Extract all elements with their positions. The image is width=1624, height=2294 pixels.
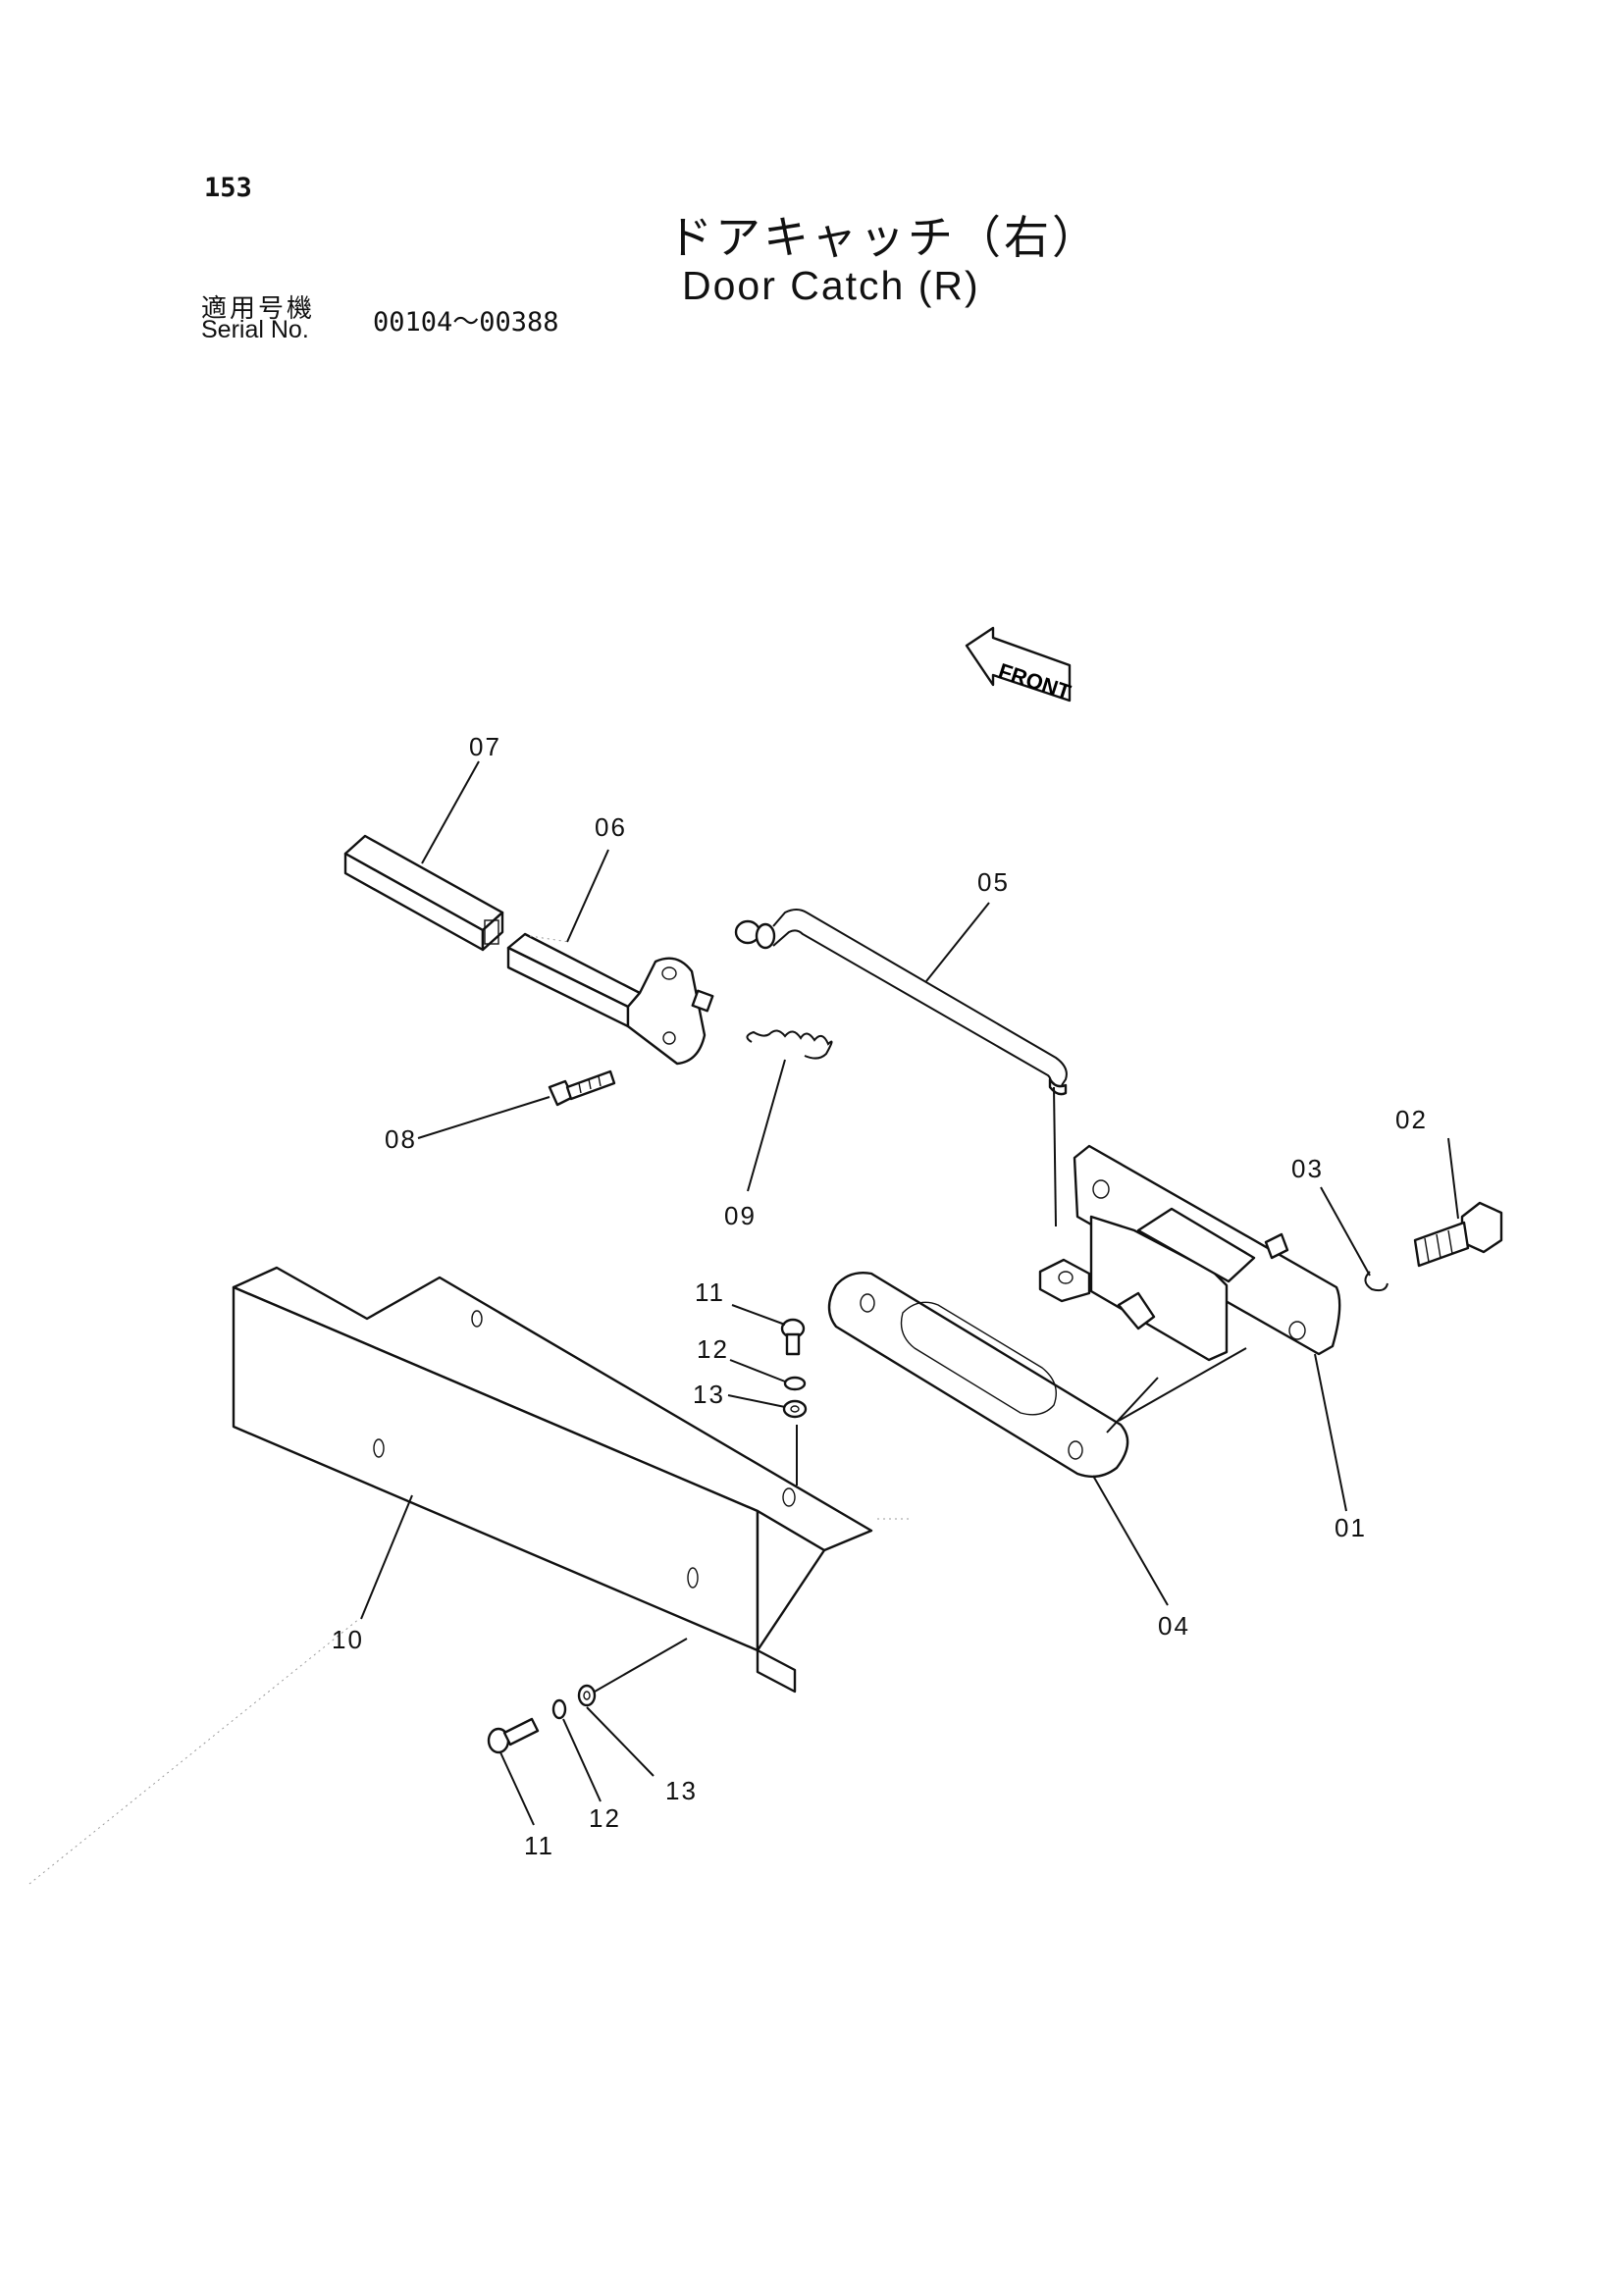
title-english: Door Catch (R)	[682, 263, 980, 308]
parts-11-12-13-upper-fasteners	[780, 1318, 808, 1486]
title-japanese: ドアキャッチ（右）	[667, 211, 1100, 264]
part-03-clip	[1364, 1271, 1388, 1292]
callout-12-upper: 12	[697, 1334, 729, 1364]
callout-05: 05	[977, 867, 1010, 897]
serial-label-english: Serial No.	[201, 316, 309, 343]
part-02-bolt	[1413, 1201, 1503, 1268]
callout-01: 01	[1335, 1513, 1367, 1542]
callout-06: 06	[595, 812, 627, 842]
callout-13-lower: 13	[665, 1776, 698, 1805]
page-number: 153	[204, 173, 252, 203]
serial-range: 00104～00388	[373, 307, 559, 338]
part-05-rod	[734, 909, 1068, 1227]
callout-11-lower: 11	[524, 1831, 554, 1860]
part-10-bracket	[232, 1266, 873, 1694]
part-01-catch-assembly	[1038, 1144, 1341, 1362]
serial-label-japanese: 適用号機	[201, 294, 316, 324]
callout-13-upper: 13	[693, 1380, 725, 1409]
callout-10: 10	[332, 1625, 364, 1654]
part-07-grip-sleeve	[343, 834, 504, 952]
parts-11-12-13-lower-fasteners	[487, 1638, 688, 1754]
callout-04: 04	[1158, 1611, 1190, 1641]
callout-03: 03	[1291, 1154, 1324, 1183]
part-08-screw	[548, 1069, 616, 1107]
callout-02: 02	[1395, 1105, 1428, 1134]
part-06-lever	[506, 932, 714, 1066]
callout-07: 07	[469, 732, 501, 761]
callout-09: 09	[724, 1201, 757, 1230]
callout-08: 08	[385, 1124, 417, 1154]
part-04-gasket	[827, 1272, 1129, 1479]
callout-11-upper: 11	[695, 1277, 725, 1307]
leader-lines	[28, 760, 1459, 1885]
front-arrow-icon: FRONT	[965, 626, 1074, 704]
part-09-spring	[746, 1029, 833, 1060]
callout-12-lower: 12	[589, 1803, 621, 1833]
